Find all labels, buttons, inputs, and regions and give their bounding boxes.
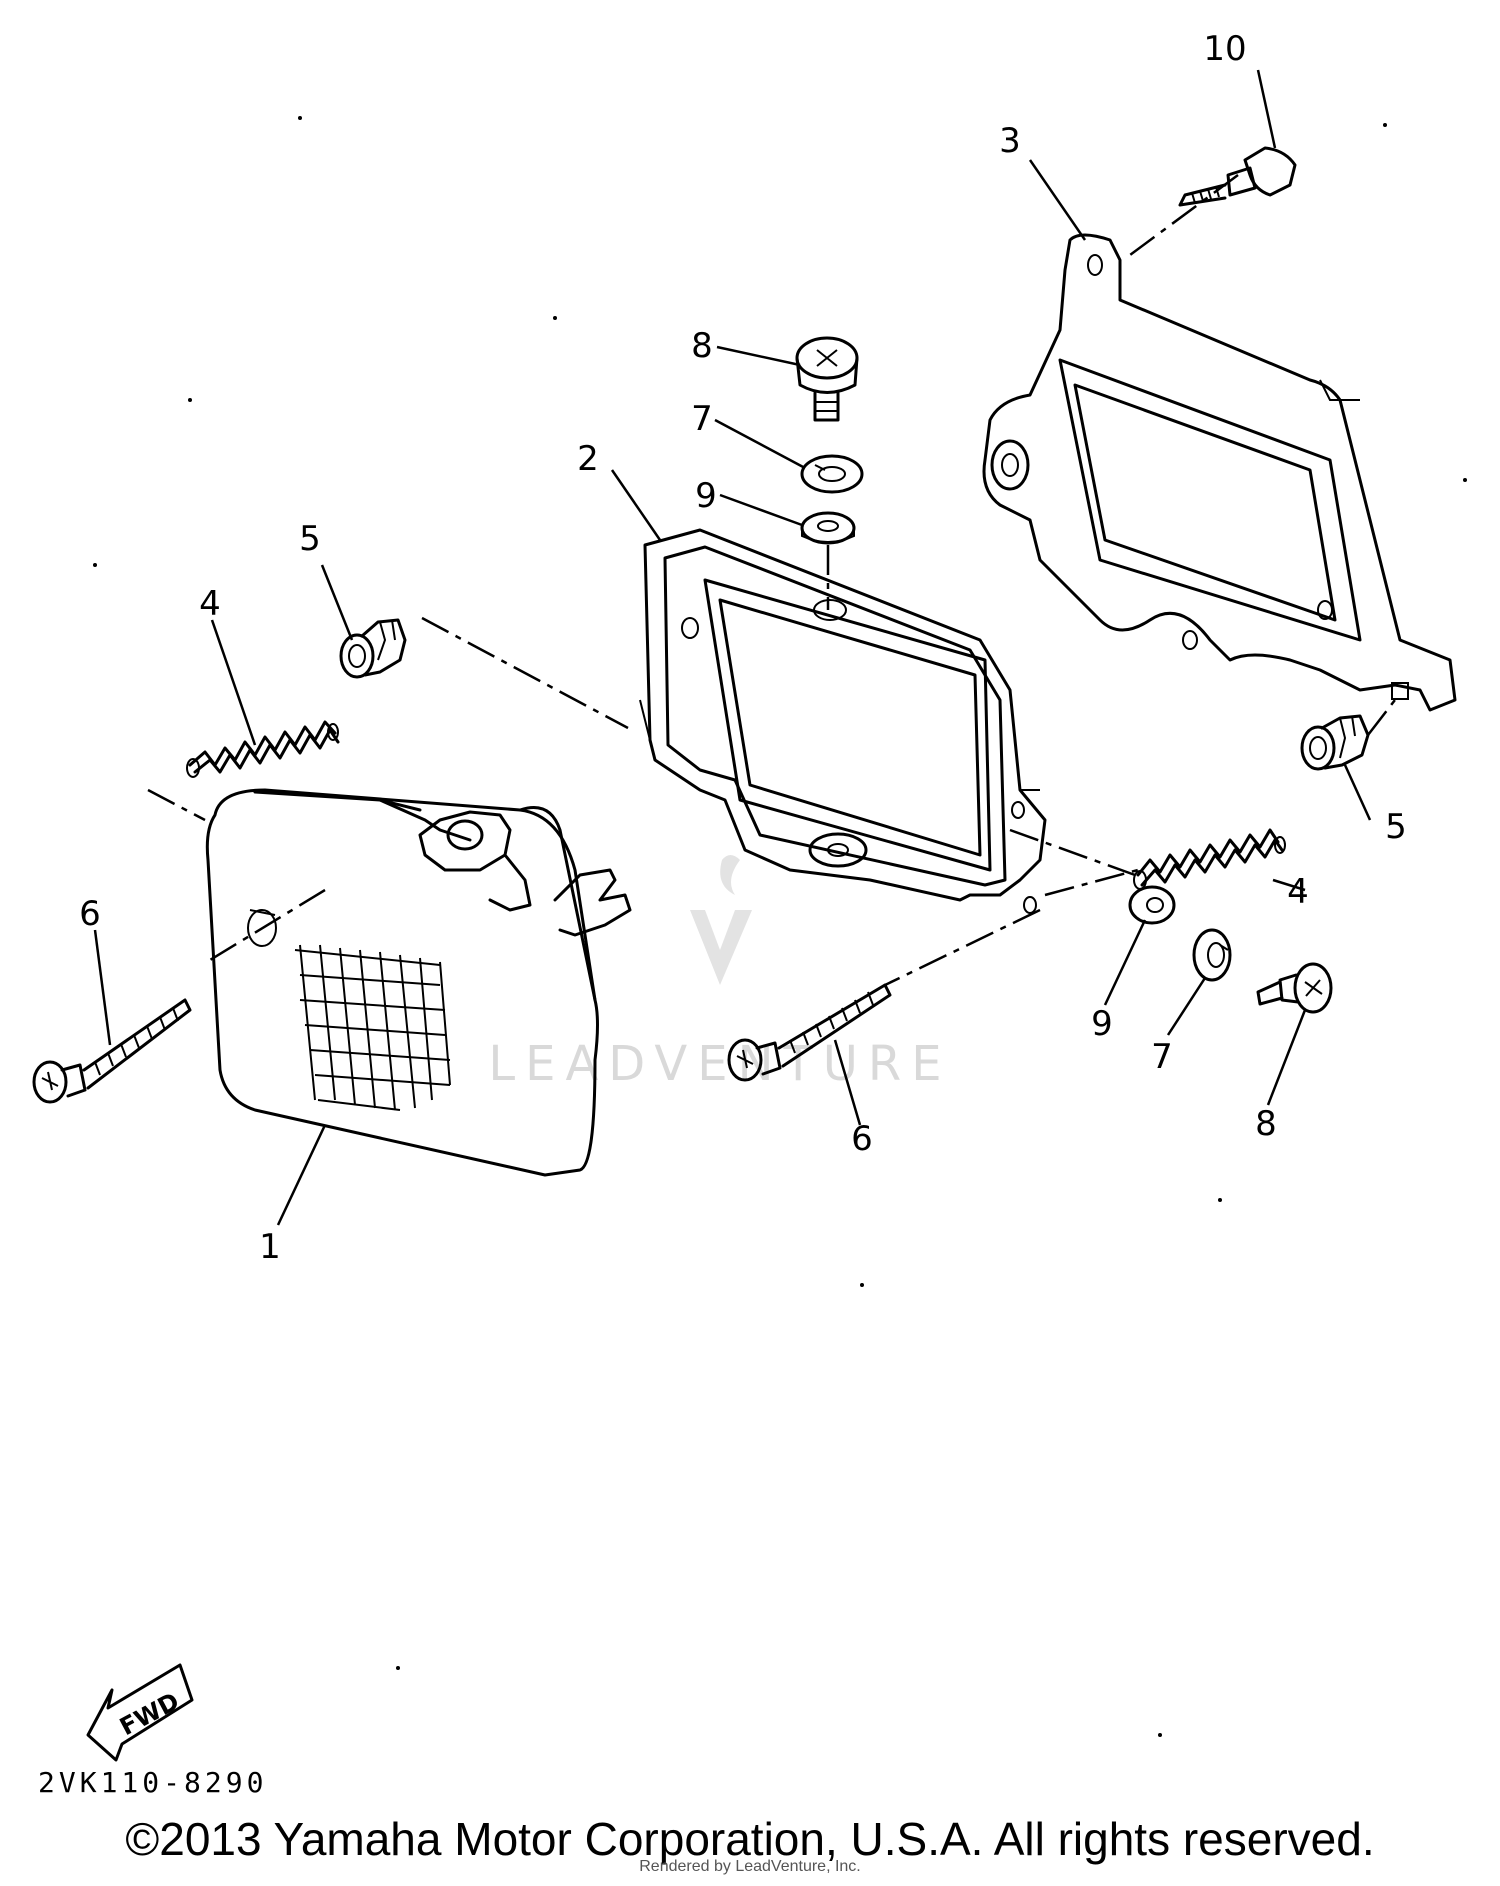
rendered-by-note: Rendered by LeadVenture, Inc. [639, 1858, 861, 1875]
headlight-part-1 [205, 788, 632, 1177]
screw-part-6-left [32, 998, 192, 1104]
callout-3: 3 [999, 121, 1021, 161]
callout-labels: 1 2 3 10 4 4 5 5 6 6 7 7 8 8 9 9 [79, 29, 1407, 1267]
scan-specks [93, 116, 1467, 1737]
copyright-notice: ©2013 Yamaha Motor Corporation, U.S.A. A… [125, 1813, 1375, 1865]
assembly-lines [147, 173, 1396, 987]
callout-6-right: 6 [851, 1119, 873, 1159]
watermark: LEADVENTURE [488, 855, 951, 1092]
washer-part-9-top [800, 511, 856, 545]
washer-part-9-right [1128, 885, 1176, 925]
callout-8-top: 8 [691, 326, 713, 366]
callout-1: 1 [259, 1227, 281, 1267]
callout-7-top: 7 [691, 399, 713, 439]
screw-part-8-right [1256, 962, 1333, 1014]
clip-part-7-top [800, 454, 864, 494]
frame-part-2 [639, 528, 1047, 914]
headlight-grille [294, 944, 451, 1111]
clip-part-7-right [1192, 928, 1232, 982]
screw-part-6-right [727, 983, 892, 1082]
screw-part-8-top [795, 336, 859, 422]
callout-9-right: 9 [1091, 1004, 1113, 1044]
callout-2: 2 [577, 439, 599, 479]
callout-4-left: 4 [199, 584, 221, 624]
fwd-arrow: FWD [86, 1663, 194, 1762]
callout-10: 10 [1203, 29, 1246, 69]
callout-5-left: 5 [299, 519, 321, 559]
callout-7-right: 7 [1151, 1037, 1173, 1077]
leader-lines [93, 69, 1372, 1226]
adjuster-part-5-left [339, 618, 407, 679]
callout-9-top: 9 [695, 476, 717, 516]
watermark-text: LEADVENTURE [488, 1036, 951, 1092]
diagram-code: 2VK110-8290 [38, 1766, 267, 1799]
spring-part-4-left [186, 720, 340, 778]
adjuster-part-5-right [1300, 714, 1370, 771]
callout-5-right: 5 [1385, 807, 1407, 847]
callout-6-left: 6 [79, 894, 101, 934]
bracket-part-3 [982, 233, 1457, 712]
fwd-label: FWD [115, 1687, 184, 1741]
bolt-part-10 [1178, 146, 1297, 207]
spring-part-4-right [1133, 828, 1286, 890]
callout-4-right: 4 [1287, 872, 1309, 912]
callout-8-right: 8 [1255, 1104, 1277, 1144]
